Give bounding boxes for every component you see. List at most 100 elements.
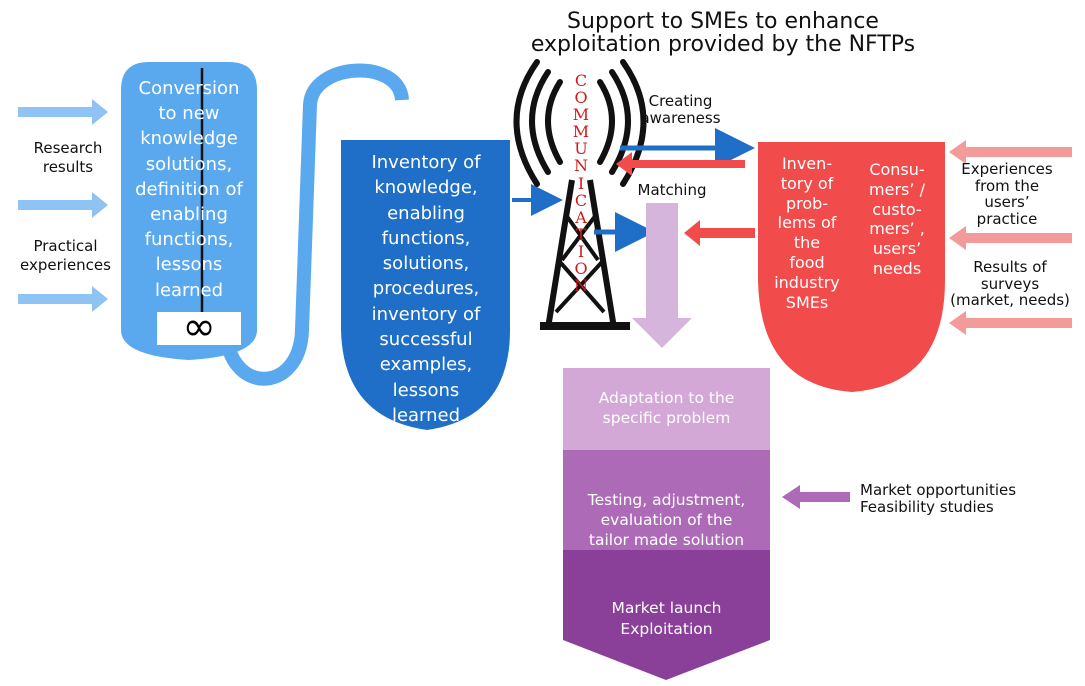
market-opportunities-label: Market opportunities Feasibility studies <box>860 481 1060 517</box>
text-line: definition of <box>135 178 243 200</box>
text-line: knowledge <box>140 128 238 150</box>
text-line: learned <box>154 279 224 301</box>
text-line: the <box>793 233 821 253</box>
letter: A <box>575 207 587 227</box>
text-line: knowledge, <box>374 177 478 199</box>
matching-label: Matching <box>637 181 707 199</box>
inventory-text: Inventory of knowledge, enabling functio… <box>345 150 507 428</box>
arrow-awareness-left <box>616 152 745 176</box>
practical-experiences-label: Practical experiences <box>8 237 123 275</box>
text-line: Consu- <box>869 160 925 179</box>
title-line-2: exploitation provided by the NFTPs <box>530 32 916 58</box>
text-line: functions, <box>144 229 234 251</box>
text-line: lessons <box>392 379 460 401</box>
right-arrow-3 <box>949 311 1072 335</box>
testing-text: Testing, adjustment, evaluation of the t… <box>563 490 770 550</box>
conversion-box <box>121 62 257 360</box>
inventory-box <box>341 140 510 430</box>
title-line-1: Support to SMEs to enhance <box>567 9 879 34</box>
text-line: to new <box>158 103 220 125</box>
left-input-arrows <box>18 99 108 312</box>
conversion-text: Conversion to new knowledge solutions, d… <box>121 76 257 303</box>
letter: O <box>574 88 588 108</box>
text-line: Adaptation to the <box>598 389 735 407</box>
letter: I <box>577 173 585 193</box>
text-line: evaluation of the <box>600 511 733 530</box>
letter: C <box>574 71 588 90</box>
label-line: Experiences <box>961 160 1053 178</box>
research-results-label: Research results <box>18 139 118 177</box>
text-line: learned <box>391 404 461 426</box>
text-line: mers’ , <box>869 219 925 239</box>
input-arrow-1 <box>18 99 108 125</box>
label-line: experiences <box>20 255 111 274</box>
letter: C <box>574 190 588 210</box>
text-line: solutions, <box>145 153 233 175</box>
label-line: from the <box>974 176 1040 195</box>
text-line: specific problem <box>602 409 731 428</box>
label-line: Results of <box>973 258 1047 276</box>
text-line: food <box>789 252 825 272</box>
text-line: tailor made solution <box>588 531 745 550</box>
arrow-matching-red <box>684 220 755 246</box>
letter: M <box>572 122 590 142</box>
down-arrow-lilac <box>632 203 692 348</box>
letter: I <box>577 241 585 261</box>
text-line: successful <box>379 329 473 351</box>
text-line: lems of <box>777 213 837 233</box>
text-line: users’ <box>872 239 922 259</box>
text-line: Market launch <box>611 599 722 617</box>
text-line: lessons <box>155 254 223 276</box>
text-line: Inventory of <box>371 152 481 173</box>
infinity-icon: ∞ <box>182 304 216 350</box>
text-line: enabling <box>387 202 465 224</box>
text-line: needs <box>872 258 922 278</box>
letter: T <box>575 224 587 244</box>
label-line: Research <box>33 139 103 157</box>
text-line: inventory of <box>371 303 481 325</box>
text-line: mers’ / <box>869 179 925 199</box>
right-arrow-1 <box>949 140 1072 164</box>
stage-adaptation <box>563 368 770 450</box>
label-line: Market opportunities <box>860 481 1017 499</box>
right-arrow-2 <box>949 226 1072 250</box>
label-line: practice <box>976 209 1038 228</box>
communication-label: C O M M U N I C A T I O N <box>570 72 592 294</box>
text-line: custo- <box>872 199 922 219</box>
label-line: (market, needs) <box>950 291 1070 309</box>
label-line: users’ <box>984 193 1030 211</box>
input-arrow-2 <box>18 192 108 218</box>
text-line: Conversion <box>138 78 240 99</box>
problems-text: Inven- tory of prob- lems of the food in… <box>764 154 850 312</box>
text-line: prob- <box>785 193 829 213</box>
surveys-label: Results of surveys (market, needs) <box>940 259 1080 309</box>
stage-launch <box>563 550 770 680</box>
needs-text: Consu- mers’ / custo- mers’ , users’ nee… <box>852 160 942 279</box>
input-arrow-3 <box>18 286 108 312</box>
label-line: surveys <box>980 274 1040 293</box>
text-line: Exploitation <box>620 619 713 638</box>
letter: N <box>574 156 588 176</box>
launch-text: Market launch Exploitation <box>563 598 770 640</box>
connector-pipe <box>219 63 409 386</box>
needs-box <box>758 142 945 392</box>
label-line: awareness <box>640 109 721 128</box>
text-line: SMEs <box>785 292 829 312</box>
text-line: functions, <box>381 227 471 249</box>
diagram-title: Support to SMEs to enhance exploitation … <box>488 10 958 56</box>
text-line: solutions, <box>382 253 470 275</box>
text-line: enabling <box>150 204 228 226</box>
communication-tower <box>513 59 647 330</box>
text-line: procedures, <box>372 278 480 300</box>
infinity-panel <box>157 312 241 345</box>
creating-awareness-label: Creating awareness <box>628 92 733 128</box>
text-line: Testing, adjustment, <box>587 491 746 509</box>
text-line: Inven- <box>781 154 833 173</box>
experiences-label: Experiences from the users’ practice <box>944 161 1070 227</box>
letter: O <box>574 259 588 279</box>
text-line: tory of <box>780 173 834 193</box>
stage-testing <box>563 450 770 550</box>
letter: M <box>572 105 590 125</box>
